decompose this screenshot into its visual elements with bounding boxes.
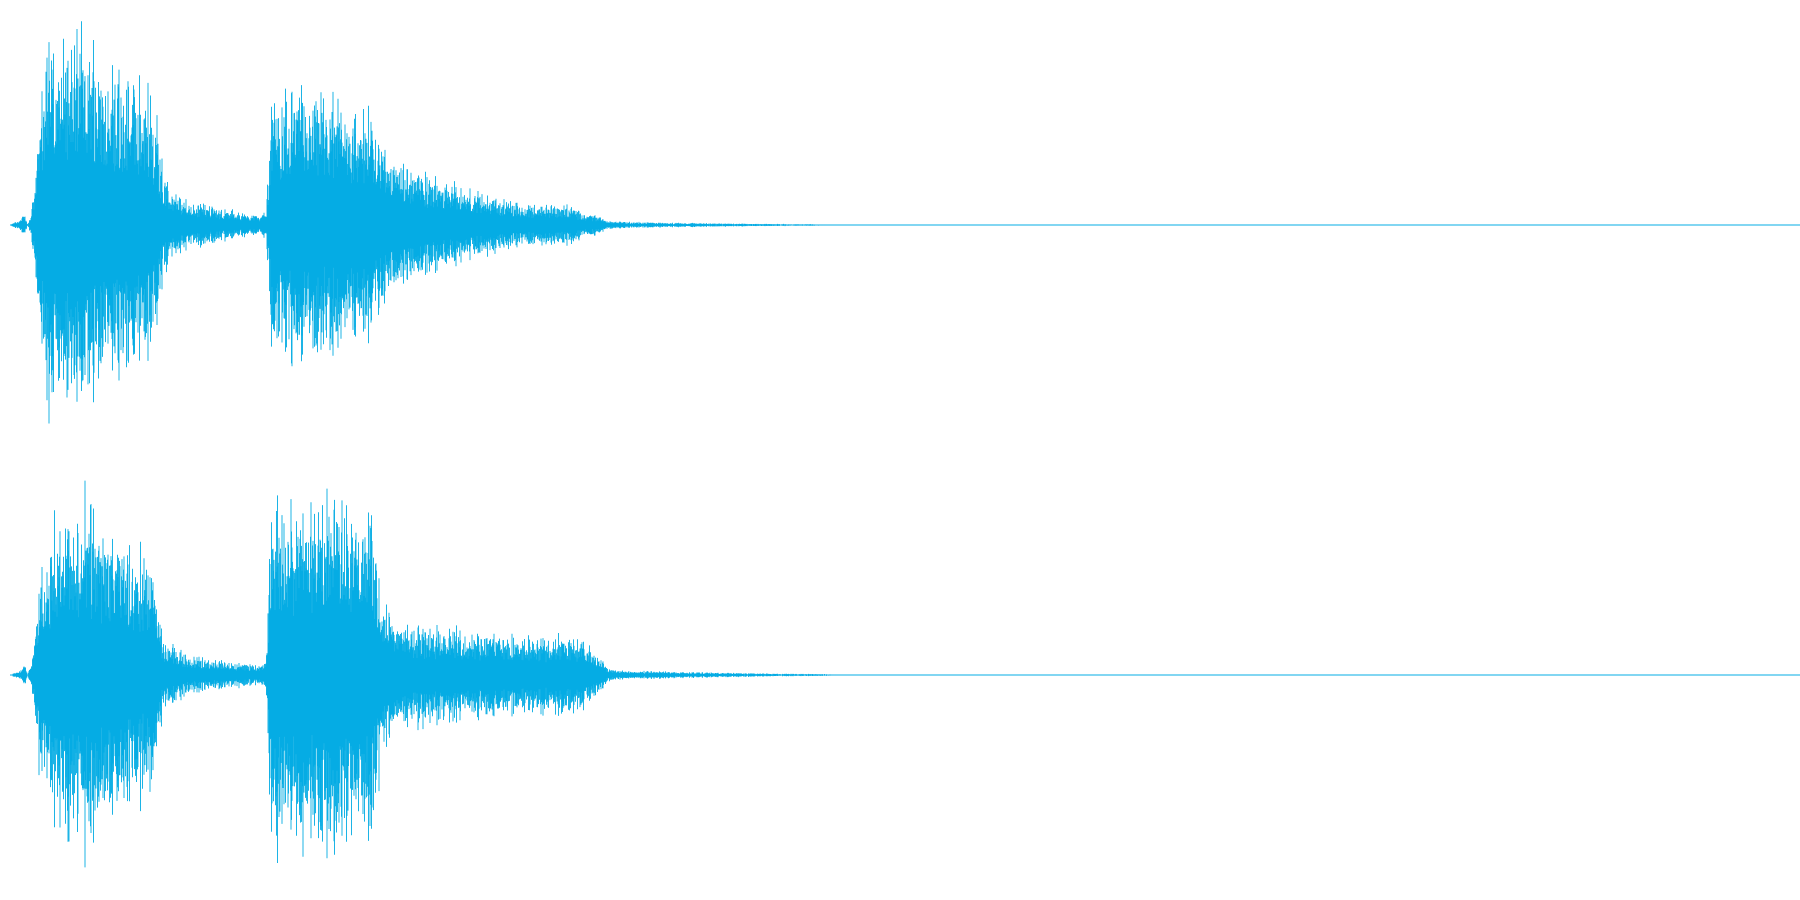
waveform-samples	[10, 480, 836, 868]
waveform-samples	[10, 21, 825, 424]
waveform-channel-2	[10, 480, 1800, 868]
waveform-channel-1	[10, 21, 1800, 424]
